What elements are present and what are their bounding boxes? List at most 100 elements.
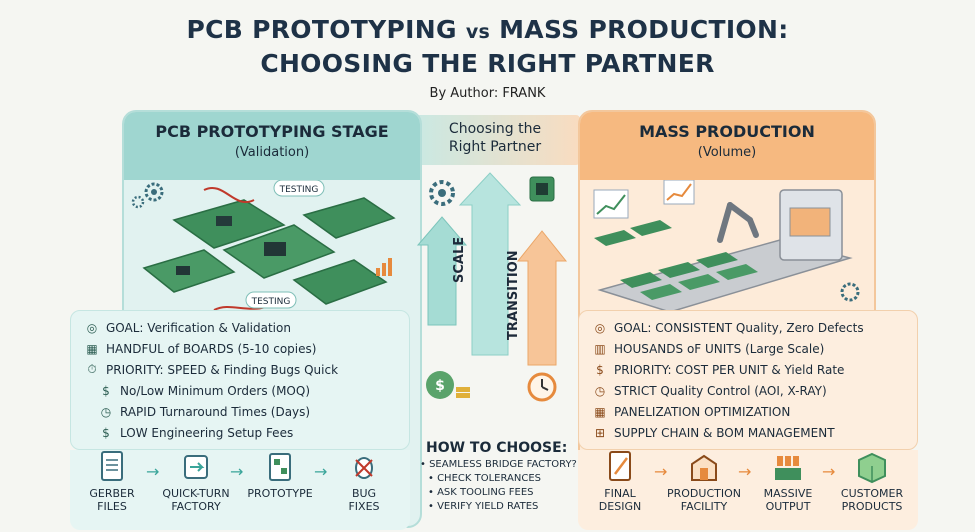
clock-icon: ◷ [594, 383, 606, 398]
list-item: ◎GOAL: CONSISTENT Quality, Zero Defects [591, 317, 864, 338]
clock-icon: ◷ [100, 404, 112, 419]
target-icon: ◎ [594, 320, 606, 335]
target-icon: ◎ [86, 320, 98, 335]
list-item: $No/Low Minimum Orders (MOQ) [97, 380, 338, 401]
testing-tag-bottom: TESTING [245, 291, 297, 309]
list-item: ◷RAPID Turnaround Times (Days) [97, 401, 338, 422]
prototyping-details: ◎GOAL: Verification & Validation ▦HANDFU… [70, 310, 410, 450]
flow-step-production-facility: PRODUCTION FACILITY [666, 450, 742, 513]
list-item: ▦PANELIZATION OPTIMIZATION [591, 401, 864, 422]
document-icon [101, 451, 123, 481]
how-to-choose-title: HOW TO CHOOSE: [426, 440, 568, 456]
gear-icon [840, 282, 860, 302]
chart-icon [376, 258, 392, 276]
arrow-right-icon: → [822, 462, 836, 481]
circuit-board [222, 224, 336, 279]
transition-label: TRANSITION [506, 250, 521, 340]
circuit-board [172, 199, 286, 249]
mass-production-title: MASS PRODUCTION [639, 122, 815, 141]
svg-text:TESTING: TESTING [251, 297, 291, 307]
testing-tag-top: TESTING [273, 180, 325, 197]
output-stack-icon [775, 456, 801, 480]
list-item: ▦HANDFUL of BOARDS (5-10 copies) [83, 338, 338, 359]
growth-arrow [458, 172, 522, 356]
prototyping-subtitle: (Validation) [234, 145, 310, 160]
transition-arrow [516, 230, 568, 366]
flow-step-massive-output: MASSIVE OUTPUT [750, 450, 826, 513]
circuit-board [142, 249, 236, 293]
gear-icon [144, 182, 164, 202]
bar-chart-icon: ▥ [594, 341, 606, 356]
title-line-2: CHOOSING THE RIGHT PARTNER [260, 49, 715, 78]
arrow-right-icon: → [654, 462, 668, 481]
money-bag-icon: $ [426, 371, 470, 399]
quick-turn-icon [184, 455, 208, 479]
flow-step-gerber: GERBER FILES [74, 450, 150, 513]
circuit-board-grid [594, 220, 758, 300]
arrow-right-icon: → [314, 462, 328, 481]
growth-chart-icon [593, 189, 629, 219]
middle-header-band [410, 115, 580, 165]
robot-arm-icon [717, 202, 759, 243]
list-item: ◷STRICT Quality Control (AOI, X-RAY) [591, 380, 864, 401]
stopwatch-icon: ⏱ [87, 362, 97, 376]
prototyping-list: ◎GOAL: Verification & Validation ▦HANDFU… [83, 317, 338, 443]
growth-chart-icon [663, 180, 695, 205]
package-icon [858, 452, 886, 484]
chip-icon [529, 176, 555, 202]
list-item: ⏱PRIORITY: SPEED & Finding Bugs Quick [83, 359, 338, 380]
mass-production-details: ◎GOAL: CONSISTENT Quality, Zero Defects … [578, 310, 918, 450]
list-item: $LOW Engineering Setup Fees [97, 422, 338, 443]
circuit-board [292, 259, 388, 305]
scale-arrow [416, 216, 468, 326]
how-to-choose-list: SEAMLESS BRIDGE FACTORY? CHECK TOLERANCE… [420, 458, 590, 514]
gear-icon [131, 195, 145, 209]
list-item: ◎GOAL: Verification & Validation [83, 317, 338, 338]
mass-production-flow: FINAL DESIGN → PRODUCTION FACILITY → MAS… [578, 450, 918, 530]
prototype-icon [269, 453, 291, 481]
list-item: ASK TOOLING FEES [428, 486, 590, 500]
boards-icon: ▦ [86, 341, 98, 356]
flow-step-quick-turn: QUICK-TURN FACTORY [158, 450, 234, 513]
list-item: ▥HOUSANDS oF UNITS (Large Scale) [591, 338, 864, 359]
svg-text:TESTING: TESTING [279, 185, 319, 195]
svg-text:$: $ [435, 378, 445, 394]
scale-label: SCALE [452, 236, 467, 283]
factory-icon [691, 454, 717, 481]
money-bag-icon: $ [102, 425, 110, 440]
prototyping-title: PCB PROTOTYPING STAGE [155, 122, 389, 141]
arrow-right-icon: → [738, 462, 752, 481]
list-item: $PRIORITY: COST PER UNIT & Yield Rate [591, 359, 864, 380]
flow-step-customer-products: CUSTOMER PRODUCTS [834, 450, 910, 513]
hierarchy-icon: ⊞ [594, 425, 606, 440]
dollar-icon: $ [102, 383, 110, 398]
design-document-icon [609, 451, 631, 481]
circuit-board [302, 197, 396, 239]
grid-icon: ▦ [594, 404, 606, 419]
author-byline: By Author: FRANK [429, 86, 546, 101]
mass-production-header: MASS PRODUCTION (Volume) [580, 112, 874, 180]
arrow-right-icon: → [230, 462, 244, 481]
list-item: SEAMLESS BRIDGE FACTORY? [420, 458, 590, 472]
mass-production-subtitle: (Volume) [697, 145, 757, 160]
flow-step-final-design: FINAL DESIGN [582, 450, 658, 513]
probe-wire [203, 187, 255, 203]
flow-step-bug-fixes: BUG FIXES [326, 450, 402, 513]
mass-production-list: ◎GOAL: CONSISTENT Quality, Zero Defects … [591, 317, 864, 443]
production-machine [779, 189, 843, 261]
list-item: CHECK TOLERANCES [428, 472, 590, 486]
assembly-line-illustration [593, 180, 860, 313]
arrow-right-icon: → [146, 462, 160, 481]
middle-title: Choosing the Right Partner [448, 121, 542, 155]
list-item: VERIFY YIELD RATES [428, 500, 590, 514]
transition-arrows: $ [416, 172, 568, 402]
page-title: PCB PROTOTYPING vs MASS PRODUCTION: CHOO… [0, 14, 975, 80]
bug-icon [355, 457, 373, 479]
how-to-choose: HOW TO CHOOSE: SEAMLESS BRIDGE FACTORY? … [420, 440, 590, 514]
prototyping-flow: GERBER FILES → QUICK-TURN FACTORY → PROT… [70, 450, 410, 530]
gear-icon [429, 180, 455, 206]
title-line-1: PCB PROTOTYPING vs MASS PRODUCTION: [186, 15, 789, 44]
flow-step-prototype: PROTOTYPE [242, 450, 318, 500]
prototype-boards-illustration: TESTING TESTING [131, 180, 396, 311]
prototyping-header: PCB PROTOTYPING STAGE (Validation) [124, 112, 420, 180]
